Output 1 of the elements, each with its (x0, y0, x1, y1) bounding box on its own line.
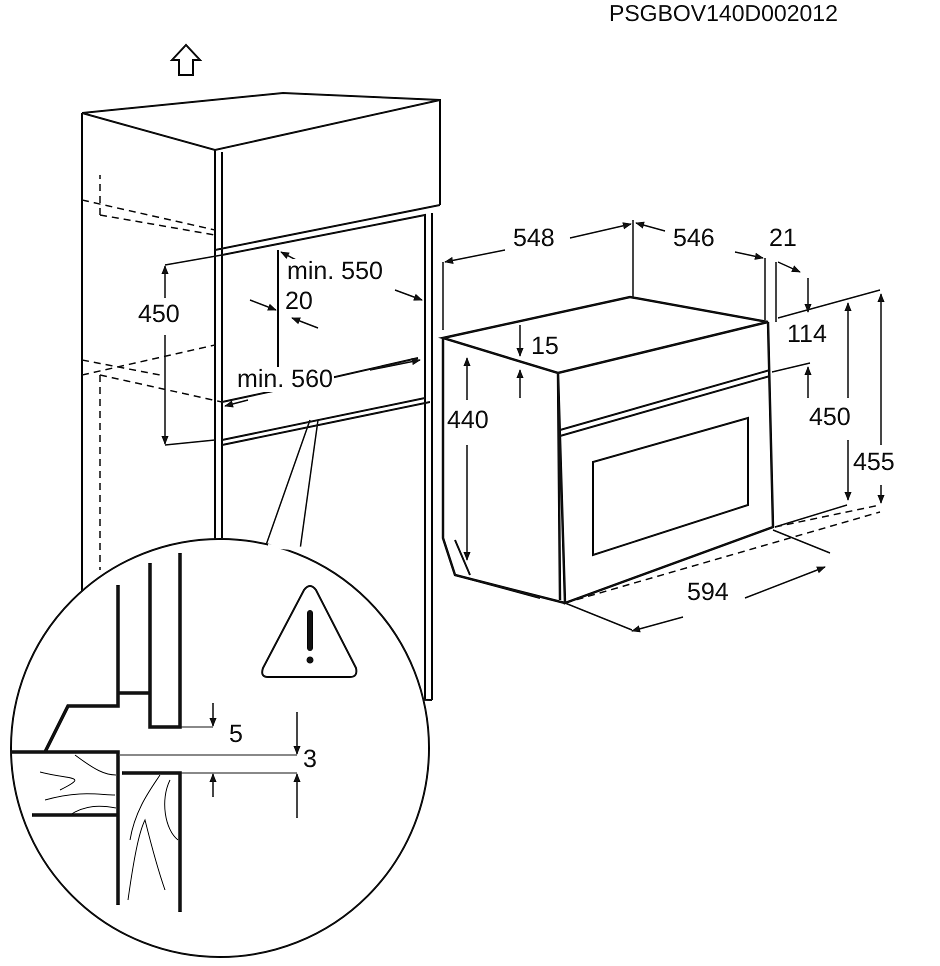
dimension-label: min. 560 (236, 367, 334, 392)
